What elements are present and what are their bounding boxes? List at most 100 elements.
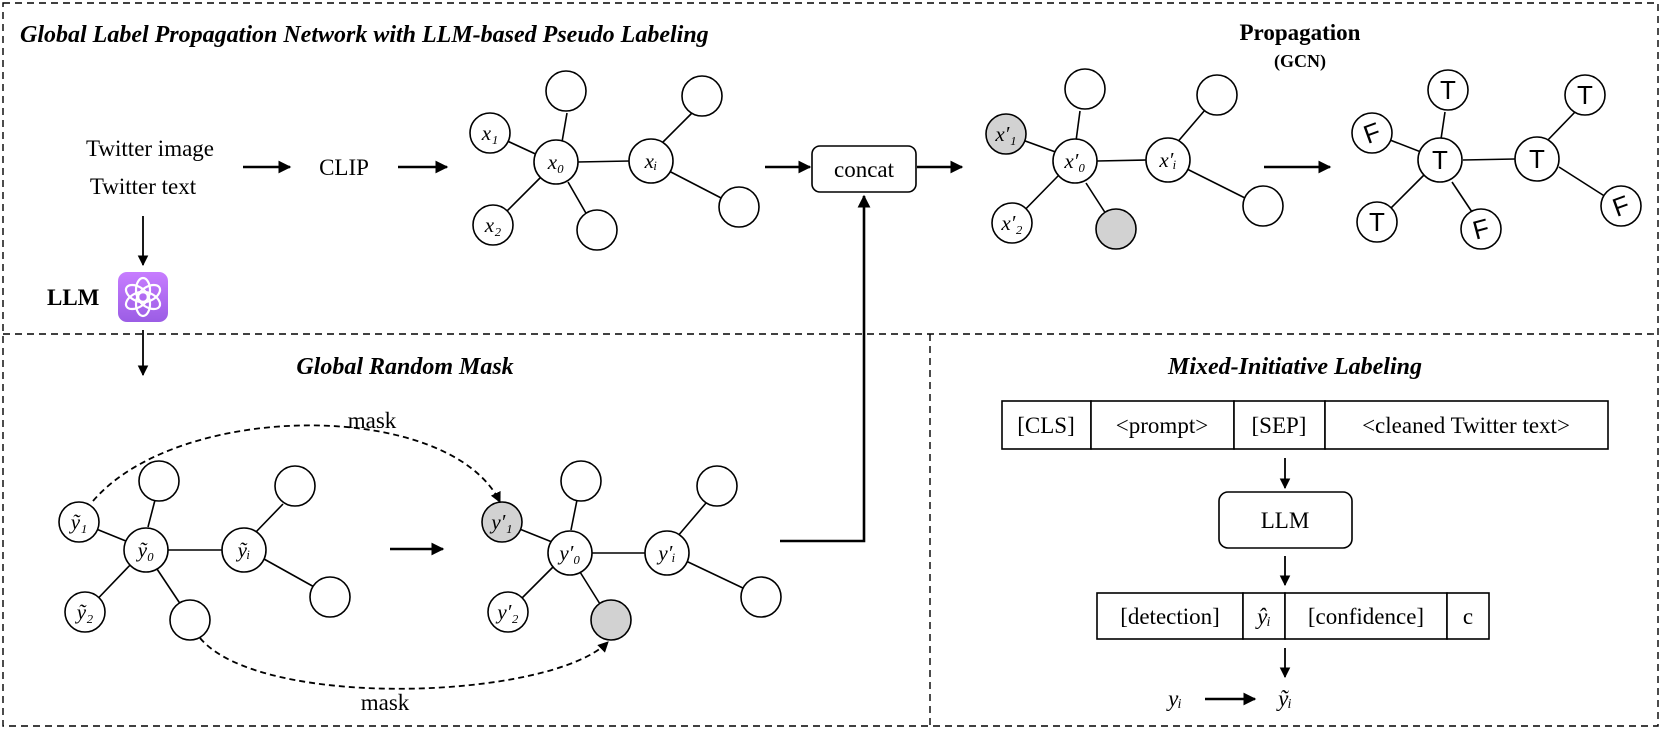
node-xp1-label: x′₁ [994,122,1016,146]
node-yp2 [487,591,529,633]
token-cls: [CLS] [1017,413,1075,438]
empty-node [169,599,211,641]
empty-node [740,576,782,618]
mask-arrow-top [92,424,501,503]
concat-box [811,145,917,193]
empty-node [696,465,738,507]
node-yp0-label: y′₀ [557,541,580,565]
node-yt1 [58,501,100,543]
node-xp0 [1052,138,1098,184]
clip-label: CLIP [319,155,369,180]
concat-label: concat [834,157,895,182]
twitter-text-label: Twitter text [90,174,197,199]
node-yt2 [64,591,106,633]
empty-node [560,460,602,502]
mask-arrow-bottom [199,637,609,690]
propagation-title: Propagation [1240,20,1361,45]
propagation-subtitle: (GCN) [1274,51,1326,72]
empty-node [274,465,316,507]
node-yp0 [547,530,593,576]
gcn-node-false [1351,112,1393,154]
mixed-panel-title: Mixed-Initiative Labeling [1167,354,1422,380]
empty-node [1064,68,1106,110]
node-yt2-label: ỹ₂ [75,600,94,624]
mask-label-top: mask [348,408,397,433]
node-xp0-label: x′₀ [1063,149,1085,173]
node-x0-label: x₀ [547,150,565,174]
node-yti-label: ỹᵢ [236,538,251,562]
node-xi [628,138,674,184]
token-yhat: ŷᵢ [1255,604,1271,629]
node-yp1 [481,501,523,543]
mask-label-bottom: mask [361,690,410,715]
token-confidence: [confidence] [1308,604,1424,629]
token-c: c [1463,604,1473,629]
llm-box [1218,491,1353,549]
node-xp1 [985,113,1027,155]
output-token-row: [detection] ŷᵢ [confidence] c [1096,592,1490,640]
empty-node [1242,185,1284,227]
main-title: Global Label Propagation Network with LL… [20,22,709,48]
node-yt1-label: ỹ₁ [69,510,88,534]
node-ypi [644,530,690,576]
gcn-node-true [1564,74,1606,116]
empty-node [576,209,618,251]
token-cell [1096,592,1244,640]
token-prompt: <prompt> [1116,413,1208,438]
empty-node [1196,74,1238,116]
empty-node [309,576,351,618]
token-sep: [SEP] [1252,413,1307,438]
empty-node [138,460,180,502]
token-cell [1001,400,1092,450]
mask-panel-title: Global Random Mask [296,354,513,380]
empty-node [545,70,587,112]
gcn-label-true: T [1369,207,1385,237]
masked-label-graph: y′₁ y′₀ y′ᵢ y′₂ [481,460,782,641]
gcn-node-true [1427,69,1469,111]
node-ypi-label: y′ᵢ [656,541,675,565]
twitter-image-label: Twitter image [86,136,214,161]
node-x1 [469,112,511,154]
node-xp2-label: x′₂ [1000,211,1022,235]
token-cell [1090,400,1235,450]
clip-feature-graph: x₁ x₀ xᵢ x₂ [469,70,760,251]
node-yt0-label: ỹ₀ [136,538,155,562]
gcn-node-false [1600,185,1642,227]
token-cell [1233,400,1326,450]
llm-box-label: LLM [1261,508,1310,533]
concatenated-graph: x′₁ x′₀ x′ᵢ x′₂ [985,68,1284,250]
pseudo-label-graph: ỹ₁ ỹ₀ ỹᵢ ỹ₂ [58,460,351,641]
token-detection: [detection] [1120,604,1220,629]
gcn-label-true: T [1432,145,1448,175]
node-yt0 [123,527,169,573]
node-yp2-label: y′₂ [495,600,518,624]
gcn-label-false: F [1469,212,1492,245]
token-cell [1446,592,1490,640]
node-x2-label: x₂ [484,213,502,237]
node-yti [221,527,267,573]
final-ytilde-label: ỹᵢ [1276,686,1292,711]
node-x1-label: x₁ [481,121,499,145]
masked-node [590,599,632,641]
arrow-mask-to-concat [780,194,871,543]
token-cell [1324,400,1609,450]
node-x0 [533,139,579,185]
gcn-node-true [1514,136,1560,182]
final-y-label: yᵢ [1166,686,1182,711]
gcn-node-true [1417,137,1463,183]
empty-node [718,186,760,228]
gcn-label-true: T [1529,144,1545,174]
openai-logo-icon [118,272,168,322]
gcn-node-false [1460,208,1502,250]
gcn-label-true: T [1577,80,1593,110]
token-text: <cleaned Twitter text> [1362,413,1570,438]
empty-node [681,75,723,117]
node-xi-label: xᵢ [644,149,658,173]
token-cell [1284,592,1448,640]
node-xp2 [991,202,1033,244]
node-xpi-label: x′ᵢ [1158,148,1176,172]
node-x2 [472,204,514,246]
masked-node [1095,208,1137,250]
